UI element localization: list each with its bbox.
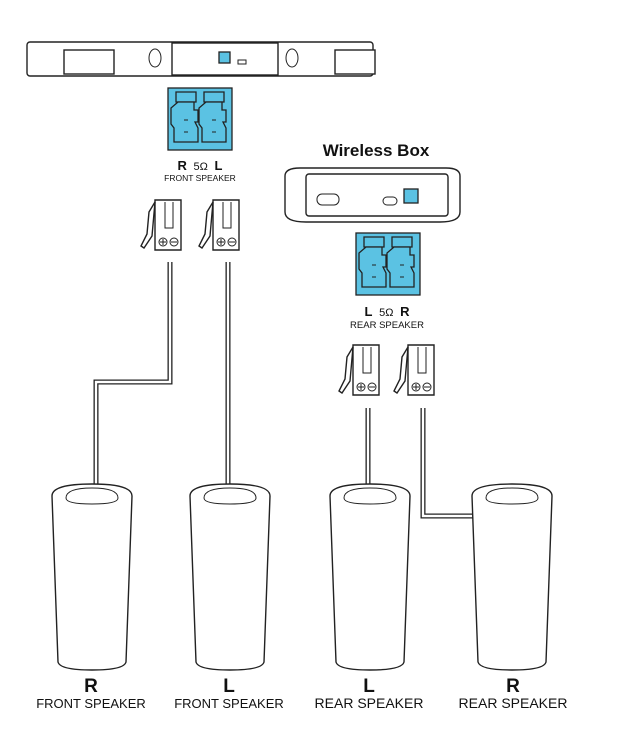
rear-terminal-left: L (365, 304, 373, 319)
front-right-plug (140, 199, 182, 251)
speaker-label: REAR SPEAKER (459, 695, 568, 711)
speaker-labels: R FRONT SPEAKER L FRONT SPEAKER L REAR S… (36, 676, 567, 711)
front-terminal-left: R (178, 158, 188, 173)
soundbar (26, 41, 376, 77)
speaker-rear-left (329, 483, 411, 671)
rear-terminal-right: R (400, 304, 410, 319)
front-left-plug (198, 199, 240, 251)
speaker-letter: L (363, 676, 375, 697)
rear-terminal-impedance: 5Ω (379, 307, 393, 319)
usb-port-icon (237, 59, 247, 65)
mount-hole-icon (285, 48, 299, 68)
speaker-label: FRONT SPEAKER (36, 696, 146, 711)
speaker-letter: R (506, 676, 520, 697)
speaker-letter: L (223, 676, 235, 697)
mount-hole-icon (148, 48, 162, 68)
speaker-terminal-icon (218, 51, 231, 64)
speaker-label: REAR SPEAKER (315, 695, 424, 711)
cables (93, 262, 484, 519)
pair-button-icon (382, 196, 398, 206)
front-speaker-terminal: R 5Ω L FRONT SPEAKER (164, 87, 236, 183)
wireless-box-title: Wireless Box (323, 141, 430, 160)
speaker-front-right (51, 483, 133, 671)
rear-speaker-terminal: L 5Ω R REAR SPEAKER (350, 232, 424, 331)
speaker-letter: R (84, 676, 98, 697)
svg-text:R 5Ω L: R 5Ω L (178, 158, 223, 173)
front-terminal-impedance: 5Ω (194, 161, 208, 173)
front-terminal-right: L (215, 158, 223, 173)
rear-right-plug (393, 344, 435, 396)
power-socket-icon (316, 193, 340, 206)
speaker-terminal-icon (403, 188, 419, 204)
rear-terminal-label: REAR SPEAKER (350, 320, 424, 331)
speaker-rear-right (471, 483, 553, 671)
speaker-label: FRONT SPEAKER (174, 696, 284, 711)
wireless-box (284, 167, 461, 223)
rear-left-plug (338, 344, 380, 396)
svg-text:L 5Ω R: L 5Ω R (365, 304, 411, 319)
speaker-front-left (189, 483, 271, 671)
front-terminal-label: FRONT SPEAKER (164, 173, 236, 183)
